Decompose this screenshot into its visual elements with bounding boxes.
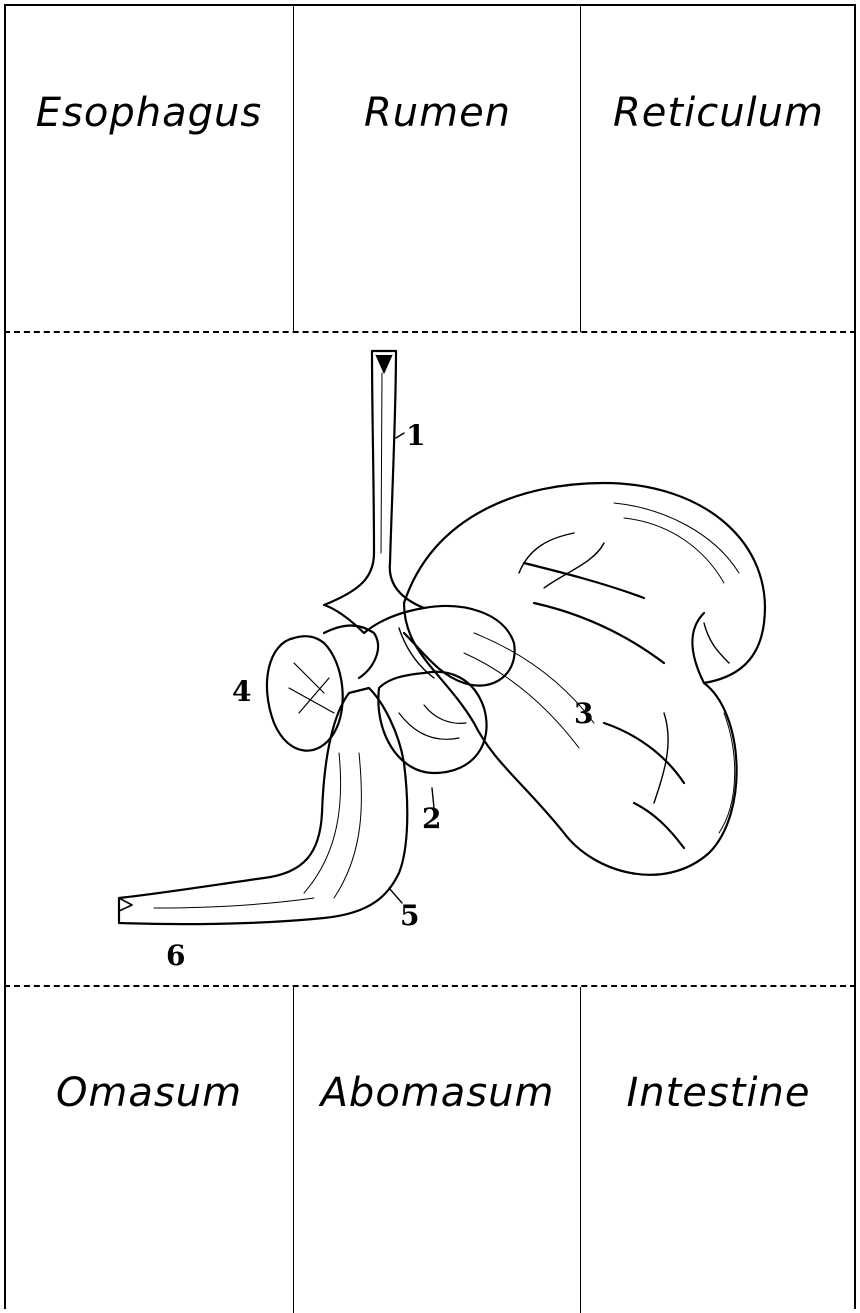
fold-line-bottom [4, 985, 856, 987]
flap-esophagus[interactable]: Esophagus [4, 90, 294, 190]
label-1: 1 [406, 419, 425, 452]
label-2: 2 [422, 802, 441, 835]
label-5: 5 [400, 899, 419, 932]
flap-reticulum[interactable]: Reticulum [581, 90, 856, 190]
flap-abomasum[interactable]: Abomasum [294, 1070, 581, 1170]
label-6: 6 [166, 939, 185, 972]
flap-intestine[interactable]: Intestine [581, 1070, 856, 1170]
ruminant-stomach-illustration: 1 2 3 4 5 6 [4, 333, 856, 985]
flap-label-rumen: Rumen [364, 90, 511, 136]
flap-label-omasum: Omasum [56, 1070, 242, 1116]
flap-omasum[interactable]: Omasum [4, 1070, 294, 1170]
label-4: 4 [232, 675, 251, 708]
intestine-shape [119, 688, 407, 924]
flap-label-esophagus: Esophagus [36, 90, 262, 136]
flap-rumen[interactable]: Rumen [294, 90, 581, 190]
label-3: 3 [574, 697, 593, 730]
flap-label-reticulum: Reticulum [613, 90, 824, 136]
top-divider-2 [580, 4, 581, 332]
flap-label-intestine: Intestine [626, 1070, 810, 1116]
bottom-divider-1 [293, 987, 294, 1313]
abomasum-shape [378, 672, 486, 773]
flap-label-abomasum: Abomasum [321, 1070, 555, 1116]
top-divider-1 [293, 4, 294, 332]
bottom-divider-2 [580, 987, 581, 1313]
